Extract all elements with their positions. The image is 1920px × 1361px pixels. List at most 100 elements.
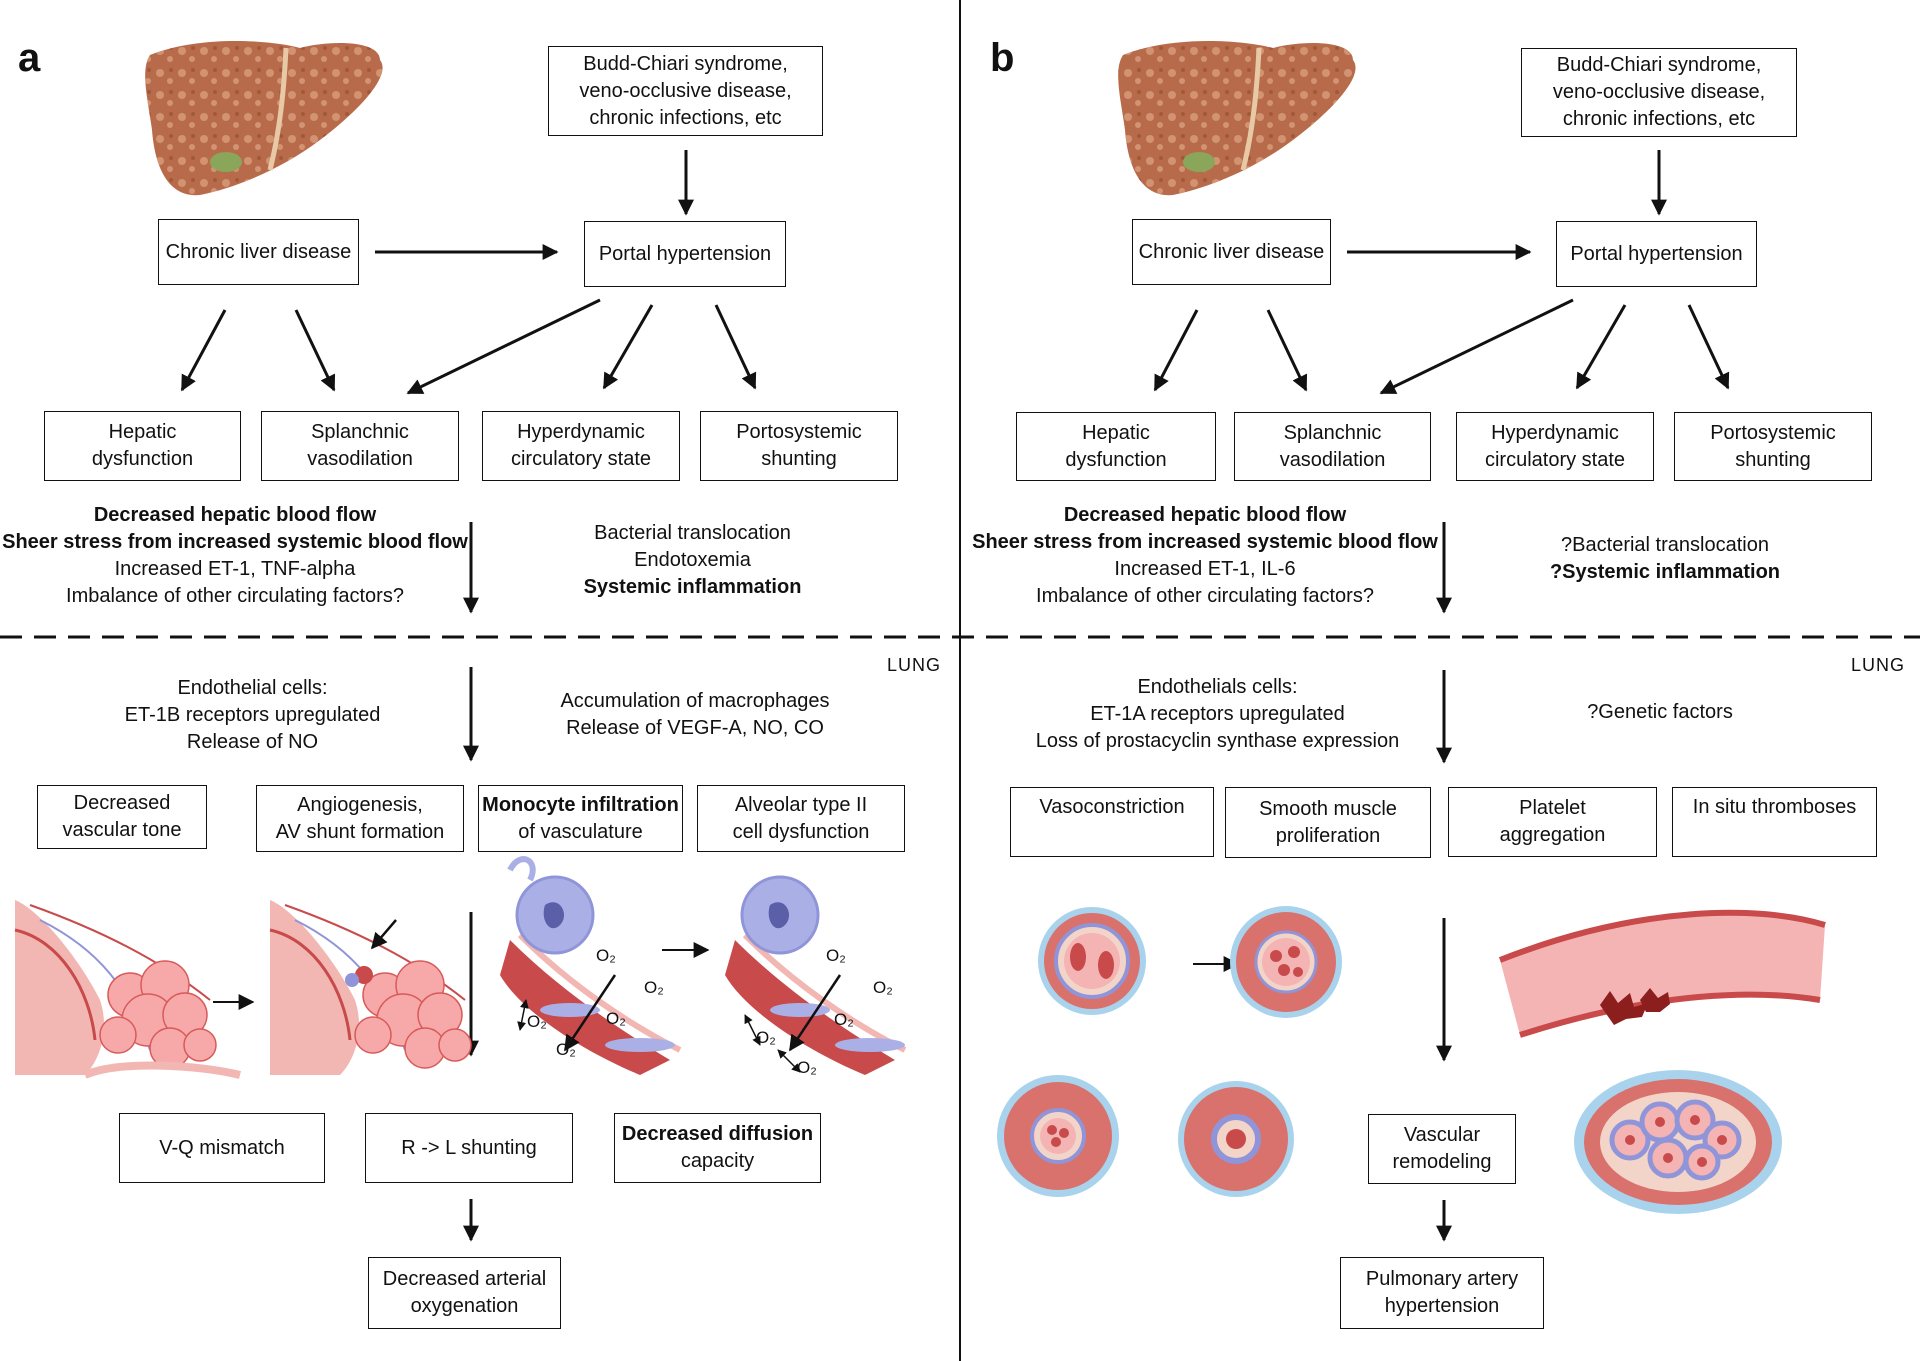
panel-a-lung-left: Endothelial cells: ET-1B receptors upreg… bbox=[110, 675, 395, 756]
box-label: oxygenation bbox=[410, 1295, 519, 1317]
panel-b-hyperdynamic-box: Hyperdynamic circulatory state bbox=[1456, 412, 1654, 481]
panel-a-causes-box: Budd-Chiari syndrome, veno-occlusive dis… bbox=[548, 46, 823, 136]
mediator-line: Increased ET-1, IL-6 bbox=[1114, 558, 1296, 580]
box-label: Hyperdynamic bbox=[517, 421, 645, 443]
panel-b-vascular-remodeling-box: Vascular remodeling bbox=[1368, 1114, 1516, 1184]
box-label: circulatory state bbox=[510, 448, 652, 470]
panel-b-splanchnic-vasodilation-box: Splanchnic vasodilation bbox=[1234, 412, 1431, 481]
lung-line: Endothelials cells: bbox=[1137, 676, 1298, 698]
box-label: Splanchnic bbox=[1283, 421, 1382, 444]
box-label: cell dysfunction bbox=[732, 820, 870, 843]
mediator-line: Bacterial translocation bbox=[594, 522, 791, 544]
remodeled-vessel bbox=[1574, 1070, 1782, 1214]
box-label: Portosystemic bbox=[736, 421, 862, 443]
o2-label: O₂ bbox=[826, 946, 846, 965]
cause-line: veno-occlusive disease, bbox=[579, 79, 792, 102]
panel-b-mediators-right: ?Bacterial translocation ?Systemic infla… bbox=[1520, 532, 1810, 586]
lung-line: Loss of prostacyclin synthase expression bbox=[1035, 730, 1400, 752]
thrombosed-vessel bbox=[1498, 909, 1826, 1038]
panel-a-label: a bbox=[18, 36, 41, 80]
box-label: Splanchnic bbox=[311, 421, 409, 443]
box-label: Portal hypertension bbox=[598, 242, 772, 265]
cause-line: veno-occlusive disease, bbox=[1552, 81, 1766, 103]
panel-a-decreased-diffusion-box: Decreased diffusion capacity bbox=[614, 1113, 821, 1183]
box-label: Decreased bbox=[73, 792, 171, 814]
box-label: R -> L shunting bbox=[401, 1136, 537, 1159]
panel-b-portal-hypertension-box: Portal hypertension bbox=[1556, 221, 1757, 287]
panel-b-portosystemic-box: Portosystemic shunting bbox=[1674, 412, 1872, 481]
panel-a-hyperdynamic-box: Hyperdynamic circulatory state bbox=[482, 411, 680, 481]
liver-illustration-a bbox=[145, 40, 383, 196]
box-label: In situ thromboses bbox=[1692, 796, 1857, 818]
o2-label: O₂ bbox=[756, 1028, 776, 1047]
panel-a-alveolar-type-ii-box: Alveolar type II cell dysfunction bbox=[697, 785, 905, 852]
box-label: remodeling bbox=[1392, 1151, 1492, 1173]
panel-b-lung-right: ?Genetic factors bbox=[1560, 699, 1760, 726]
box-label: Angiogenesis, bbox=[297, 793, 423, 816]
panel-a-r-l-shunting-box: R -> L shunting bbox=[365, 1113, 573, 1183]
mediator-line: Increased ET-1, TNF-alpha bbox=[114, 558, 356, 580]
box-label: vasodilation bbox=[307, 448, 413, 470]
box-label: aggregation bbox=[1499, 824, 1606, 846]
mediator-line: ?Systemic inflammation bbox=[1549, 561, 1781, 583]
panel-a-lung-right: Accumulation of macrophages Release of V… bbox=[535, 688, 855, 742]
box-label: Hepatic bbox=[1082, 421, 1150, 444]
panel-a-mediators-left: Decreased hepatic blood flow Sheer stres… bbox=[0, 502, 470, 610]
lung-line: Release of NO bbox=[186, 731, 319, 753]
panel-b-lung-label: LUNG bbox=[1851, 655, 1906, 675]
panel-b-mediators-left: Decreased hepatic blood flow Sheer stres… bbox=[970, 502, 1440, 610]
box-label: shunting bbox=[761, 448, 837, 470]
box-label: vasodilation bbox=[1279, 448, 1386, 471]
box-label: Vasoconstriction bbox=[1039, 796, 1185, 818]
o2-label: O₂ bbox=[797, 1058, 817, 1077]
cause-line: Budd-Chiari syndrome, bbox=[583, 52, 788, 75]
panel-b-vasoconstriction-box: Vasoconstriction bbox=[1010, 787, 1214, 857]
vessel-cross-section-1 bbox=[1038, 907, 1146, 1015]
vessel-cross-section-2 bbox=[1230, 906, 1342, 1018]
o2-label: O₂ bbox=[556, 1040, 576, 1059]
box-label: shunting bbox=[1735, 448, 1811, 471]
o2-label: O₂ bbox=[644, 978, 664, 997]
box-label: Alveolar type II bbox=[734, 793, 868, 816]
o2-label: O₂ bbox=[873, 978, 893, 997]
box-label: AV shunt formation bbox=[275, 820, 445, 843]
box-label: Platelet bbox=[1519, 797, 1586, 819]
lung-line: Endothelial cells: bbox=[177, 677, 328, 699]
lung-line: ?Genetic factors bbox=[1587, 701, 1733, 723]
box-label: Pulmonary artery bbox=[1365, 1268, 1519, 1290]
box-label: Decreased arterial bbox=[382, 1268, 547, 1290]
cause-line: chronic infections, etc bbox=[1562, 108, 1756, 130]
macrophage-illustration-2 bbox=[725, 875, 907, 1075]
panel-a-hepatic-dysfunction-box: Hepatic dysfunction bbox=[44, 411, 241, 481]
box-label: V-Q mismatch bbox=[159, 1136, 285, 1159]
panel-a-decreased-arterial-oxygenation-box: Decreased arterial oxygenation bbox=[368, 1257, 561, 1329]
o2-label: O₂ bbox=[527, 1012, 547, 1031]
panel-a-splanchnic-vasodilation-box: Splanchnic vasodilation bbox=[261, 411, 459, 481]
panel-b-lung-left: Endothelials cells: ET-1A receptors upre… bbox=[1020, 674, 1415, 755]
box-label: Hyperdynamic bbox=[1491, 421, 1619, 444]
panel-a-vq-mismatch-box: V-Q mismatch bbox=[119, 1113, 325, 1183]
panel-a-portosystemic-box: Portosystemic shunting bbox=[700, 411, 898, 481]
mediator-line: Imbalance of other circulating factors? bbox=[1036, 585, 1374, 607]
alveoli-illustration-2 bbox=[269, 900, 472, 1075]
panel-a-arrows bbox=[180, 150, 757, 1242]
box-label: Monocyte infiltration bbox=[482, 793, 679, 816]
panel-b-platelet-box: Platelet aggregation bbox=[1448, 787, 1657, 857]
box-label: Portal hypertension bbox=[1570, 242, 1743, 265]
panel-b-chronic-liver-disease-box: Chronic liver disease bbox=[1132, 219, 1331, 285]
panel-a-lung-label: LUNG bbox=[887, 655, 942, 675]
panel-b-label: b bbox=[990, 36, 1015, 80]
mediator-line: Endotoxemia bbox=[634, 549, 751, 571]
panel-a-angiogenesis-box: Angiogenesis, AV shunt formation bbox=[256, 785, 464, 852]
macrophage-illustration-1 bbox=[500, 856, 682, 1075]
lung-line: ET-1B receptors upregulated bbox=[124, 704, 381, 726]
box-label: dysfunction bbox=[91, 448, 194, 470]
box-label: Chronic liver disease bbox=[1138, 240, 1325, 263]
box-label: Vascular bbox=[1403, 1124, 1481, 1146]
mediator-line: Systemic inflammation bbox=[583, 576, 802, 598]
box-label: Decreased diffusion bbox=[621, 1123, 814, 1145]
mediator-line: Decreased hepatic blood flow bbox=[93, 504, 377, 526]
vessel-cross-section-4 bbox=[1178, 1081, 1294, 1197]
panel-a-decreased-vascular-tone-box: Decreased vascular tone bbox=[37, 785, 207, 849]
panel-b-in-situ-thromboses-box: In situ thromboses bbox=[1672, 787, 1877, 857]
